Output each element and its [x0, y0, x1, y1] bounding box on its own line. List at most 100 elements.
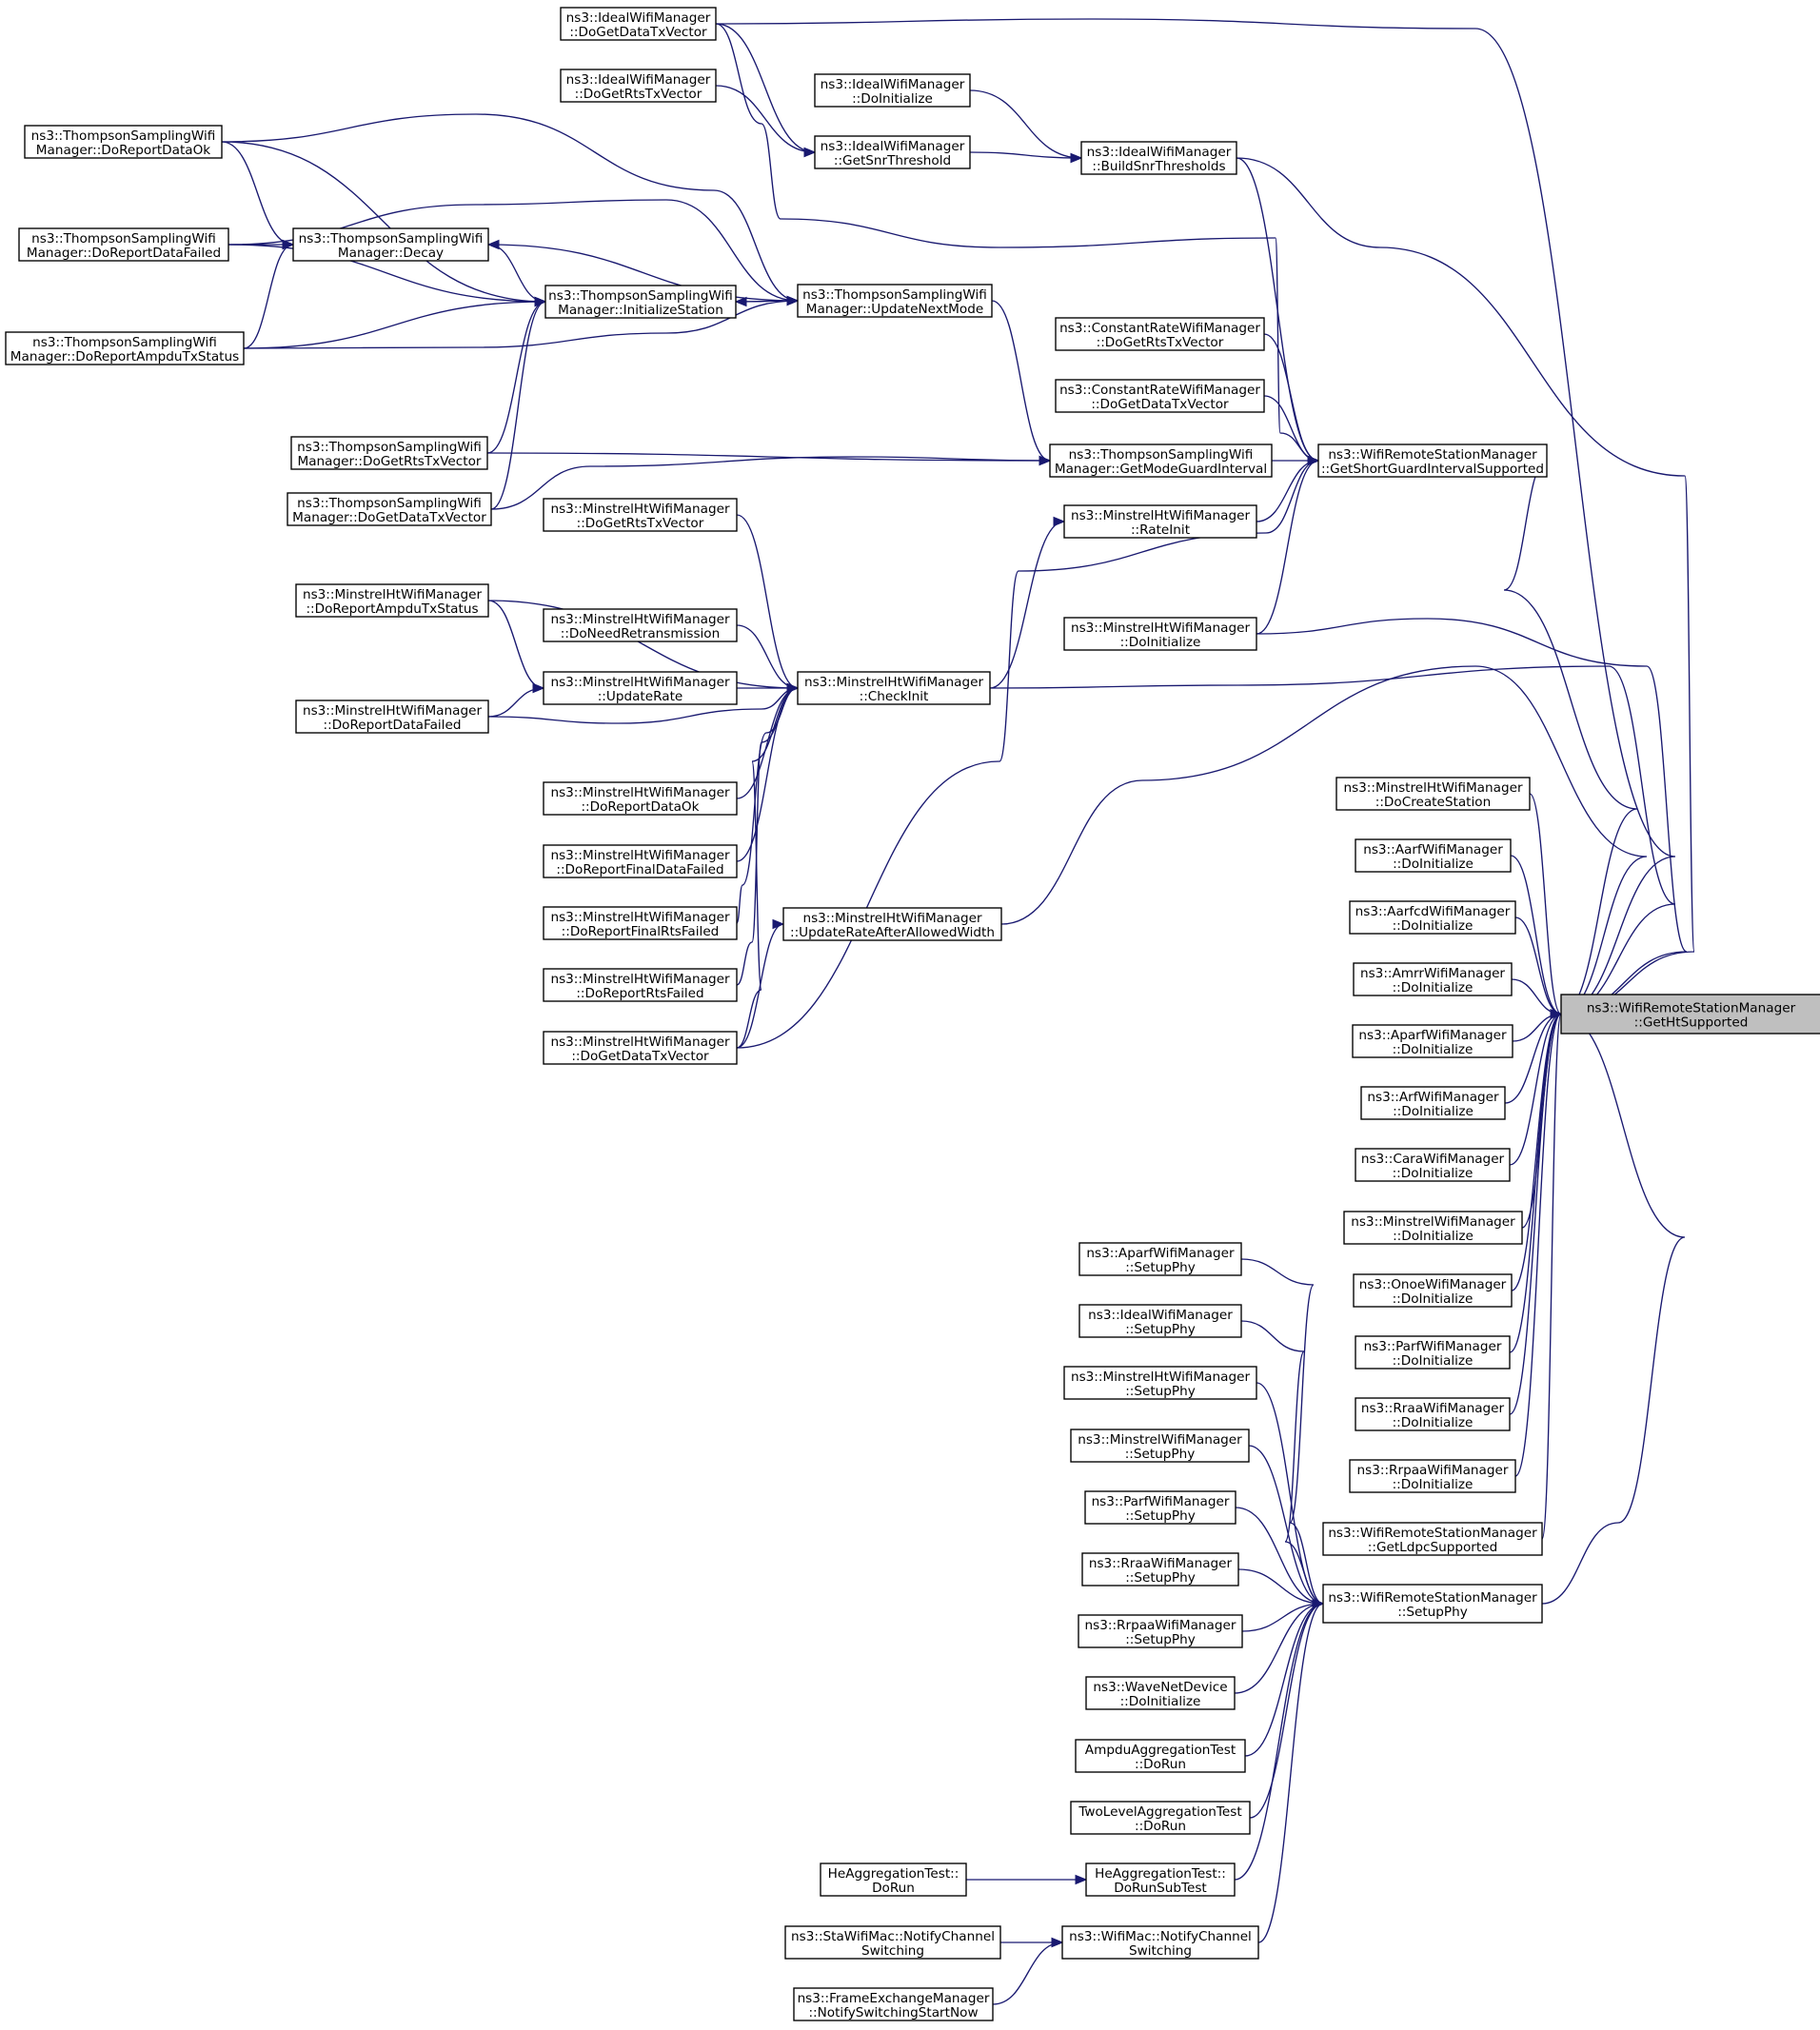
function-node-ts-init[interactable]: ns3::ThompsonSamplingWifiManager::Initia…	[544, 285, 737, 319]
node-label-line2: ::DoGetDataTxVector	[571, 1049, 709, 1064]
function-node-ideal-setup[interactable]: ns3::IdealWifiManager::SetupPhy	[1078, 1304, 1242, 1338]
edge-line	[1244, 1603, 1324, 1757]
node-label-line1: ns3::MinstrelHtWifiManager	[303, 587, 482, 602]
function-node-aarf-init[interactable]: ns3::AarfWifiManager::DoInitialize	[1355, 838, 1512, 873]
function-node-rrpaa-setup[interactable]: ns3::RrpaaWifiManager::SetupPhy	[1078, 1614, 1243, 1648]
function-node-minstrel-setup[interactable]: ns3::MinstrelWifiManager::SetupPhy	[1070, 1429, 1250, 1463]
function-node-minstrel-init[interactable]: ns3::MinstrelWifiManager::DoInitialize	[1343, 1211, 1523, 1245]
node-label-line2: Manager::UpdateNextMode	[806, 302, 983, 317]
function-node-ideal-dorts[interactable]: ns3::IdealWifiManager::DoGetRtsTxVector	[560, 69, 717, 103]
function-node-mh-rateinit[interactable]: ns3::MinstrelHtWifiManager::RateInit	[1063, 504, 1257, 539]
function-node-mh-datafailed[interactable]: ns3::MinstrelHtWifiManager::DoReportData…	[295, 700, 489, 734]
function-node-ts-guard[interactable]: ns3::ThompsonSamplingWifiManager::GetMod…	[1049, 443, 1273, 478]
function-node-ideal-getsnr[interactable]: ns3::IdealWifiManager::GetSnrThreshold	[814, 135, 971, 169]
function-node-mh-dorts[interactable]: ns3::MinstrelHtWifiManager::DoGetRtsTxVe…	[543, 498, 738, 532]
function-node-ideal-doinit[interactable]: ns3::IdealWifiManager::DoInitialize	[814, 73, 971, 108]
function-node-cr-data[interactable]: ns3::ConstantRateWifiManager::DoGetDataT…	[1055, 379, 1265, 413]
function-node-mh-finalrts[interactable]: ns3::MinstrelHtWifiManager::DoReportFina…	[543, 906, 738, 940]
function-node-rrpaa-init[interactable]: ns3::RrpaaWifiManager::DoInitialize	[1349, 1459, 1516, 1493]
edge-line	[1503, 460, 1638, 1015]
call-edge-mh_setup-to-wrsm_setup	[1256, 1382, 1325, 1609]
function-node-cr-rts[interactable]: ns3::ConstantRateWifiManager::DoGetRtsTx…	[1055, 317, 1265, 351]
function-node-mh-finaldata[interactable]: ns3::MinstrelHtWifiManager::DoReportFina…	[543, 844, 738, 878]
function-node-parf-init[interactable]: ns3::ParfWifiManager::DoInitialize	[1355, 1335, 1511, 1370]
function-node-mh-rtsfailed[interactable]: ns3::MinstrelHtWifiManager::DoReportRtsF…	[543, 968, 738, 1002]
node-box	[287, 492, 492, 526]
function-node-wrsm-setup[interactable]: ns3::WifiRemoteStationManager::SetupPhy	[1322, 1584, 1543, 1624]
edge-line	[487, 600, 799, 689]
node-box	[1085, 1862, 1236, 1897]
function-node-rraa-init[interactable]: ns3::RraaWifiManager::DoInitialize	[1355, 1397, 1511, 1431]
function-node-wrsm-sgi[interactable]: ns3::WifiRemoteStationManager::GetShortG…	[1317, 443, 1548, 478]
function-node-he-run[interactable]: HeAggregationTest::DoRun	[820, 1862, 967, 1897]
function-node-mh-dodata[interactable]: ns3::MinstrelHtWifiManager::DoGetDataTxV…	[543, 1031, 738, 1065]
function-node-ideal-build[interactable]: ns3::IdealWifiManager::BuildSnrThreshold…	[1080, 141, 1237, 175]
function-node-he-sub[interactable]: HeAggregationTest::DoRunSubTest	[1085, 1862, 1236, 1897]
function-node-parf-setup[interactable]: ns3::ParfWifiManager::SetupPhy	[1084, 1490, 1236, 1525]
function-node-aparf-setup[interactable]: ns3::AparfWifiManager::SetupPhy	[1078, 1242, 1242, 1276]
edge-line	[1249, 1603, 1324, 1819]
function-node-onoe-init[interactable]: ns3::OnoeWifiManager::DoInitialize	[1353, 1273, 1513, 1308]
function-node-aarfcd-init[interactable]: ns3::AarfcdWifiManager::DoInitialize	[1349, 900, 1516, 935]
function-node-ideal-dodata[interactable]: ns3::IdealWifiManager::DoGetDataTxVector	[560, 7, 717, 41]
function-node-amrr-init[interactable]: ns3::AmrrWifiManager::DoInitialize	[1353, 962, 1513, 996]
function-node-mh-dataok[interactable]: ns3::MinstrelHtWifiManager::DoReportData…	[543, 781, 738, 816]
function-node-fem-notify[interactable]: ns3::FrameExchangeManager::NotifySwitchi…	[793, 1987, 994, 2021]
node-label-line2: ::DoReportDataFailed	[324, 718, 462, 733]
node-label-line1: ns3::IdealWifiManager	[821, 139, 965, 154]
node-label-line1: ns3::StaWifiMac::NotifyChannel	[791, 1929, 995, 1944]
node-box	[1355, 1397, 1511, 1431]
call-edge-ts_data-to-ts_guard	[490, 455, 1052, 510]
function-node-aparf-init[interactable]: ns3::AparfWifiManager::DoInitialize	[1352, 1024, 1513, 1058]
node-label-line1: ns3::MinstrelHtWifiManager	[550, 502, 729, 517]
node-label-line2: ::SetupPhy	[1125, 1447, 1196, 1462]
function-node-mh-allowed[interactable]: ns3::MinstrelHtWifiManager::UpdateRateAf…	[782, 907, 1002, 941]
node-label-line2: Manager::DoReportDataFailed	[27, 246, 221, 261]
node-label-line1: ns3::WaveNetDevice	[1093, 1680, 1227, 1695]
node-box	[1070, 1801, 1251, 1835]
function-node-mh-create[interactable]: ns3::MinstrelHtWifiManager::DoCreateStat…	[1335, 777, 1531, 811]
node-box	[793, 1987, 994, 2021]
function-node-ampdu-run[interactable]: AmpduAggregationTest::DoRun	[1075, 1739, 1246, 1773]
node-label-line2: ::DoInitialize	[1393, 918, 1474, 934]
arrowhead-icon	[534, 296, 547, 307]
function-node-mh-needretx[interactable]: ns3::MinstrelHtWifiManager::DoNeedRetran…	[543, 608, 738, 642]
function-node-rraa-setup[interactable]: ns3::RraaWifiManager::SetupPhy	[1081, 1552, 1239, 1587]
function-node-ts-next[interactable]: ns3::ThompsonSamplingWifiManager::Update…	[797, 284, 993, 318]
function-node-ts-failed[interactable]: ns3::ThompsonSamplingWifiManager::DoRepo…	[18, 227, 229, 262]
node-label-line2: ::DoReportDataOk	[581, 799, 699, 815]
node-label-line1: ns3::ThompsonSamplingWifi	[297, 496, 482, 511]
function-node-mh-checkinit[interactable]: ns3::MinstrelHtWifiManager::CheckInit	[797, 671, 991, 705]
function-node-ts-data[interactable]: ns3::ThompsonSamplingWifiManager::DoGetD…	[287, 492, 492, 526]
function-node-mh-updaterate[interactable]: ns3::MinstrelHtWifiManager::UpdateRate	[543, 671, 738, 705]
node-label-line2: ::SetupPhy	[1125, 1632, 1196, 1647]
function-node-mh-setup[interactable]: ns3::MinstrelHtWifiManager::SetupPhy	[1063, 1366, 1257, 1400]
function-node-wrsm-ldpc[interactable]: ns3::WifiRemoteStationManager::GetLdpcSu…	[1322, 1522, 1543, 1556]
node-label-line1: ns3::ThompsonSamplingWifi	[297, 440, 482, 455]
function-node-cara-init[interactable]: ns3::CaraWifiManager::DoInitialize	[1355, 1148, 1511, 1182]
node-box	[1322, 1522, 1543, 1556]
call-edge-mh_dorts-to-mh_checkinit	[736, 514, 800, 694]
node-label-line2: ::DoInitialize	[1120, 1694, 1201, 1709]
node-label-line2: ::SetupPhy	[1125, 1260, 1196, 1275]
function-node-ts-ampdu[interactable]: ns3::ThompsonSamplingWifiManager::DoRepo…	[5, 331, 245, 365]
node-label-line2: ::DoReportAmpduTxStatus	[306, 601, 478, 617]
node-box	[1063, 1366, 1257, 1400]
function-node-twolevel-run[interactable]: TwoLevelAggregationTest::DoRun	[1070, 1801, 1251, 1835]
function-node-wave-init[interactable]: ns3::WaveNetDevice::DoInitialize	[1085, 1676, 1236, 1710]
node-label-line1: TwoLevelAggregationTest	[1078, 1804, 1241, 1820]
node-label-line1: ns3::ParfWifiManager	[1092, 1494, 1230, 1509]
node-label-line1: ns3::AparfWifiManager	[1086, 1246, 1235, 1261]
function-node-getht[interactable]: ns3::WifiRemoteStationManager::GetHtSupp…	[1560, 994, 1820, 1035]
function-node-ts-rts[interactable]: ns3::ThompsonSamplingWifiManager::DoGetR…	[290, 436, 488, 470]
function-node-ts-ok[interactable]: ns3::ThompsonSamplingWifiManager::DoRepo…	[24, 125, 223, 159]
function-node-mh-doinit[interactable]: ns3::MinstrelHtWifiManager::DoInitialize	[1063, 617, 1257, 651]
function-node-arf-init[interactable]: ns3::ArfWifiManager::DoInitialize	[1360, 1086, 1506, 1120]
node-box	[1081, 1552, 1239, 1587]
function-node-mh-ampdu[interactable]: ns3::MinstrelHtWifiManager::DoReportAmpd…	[295, 583, 489, 618]
node-box	[1352, 1024, 1513, 1058]
node-label-line1: ns3::OnoeWifiManager	[1359, 1277, 1507, 1292]
